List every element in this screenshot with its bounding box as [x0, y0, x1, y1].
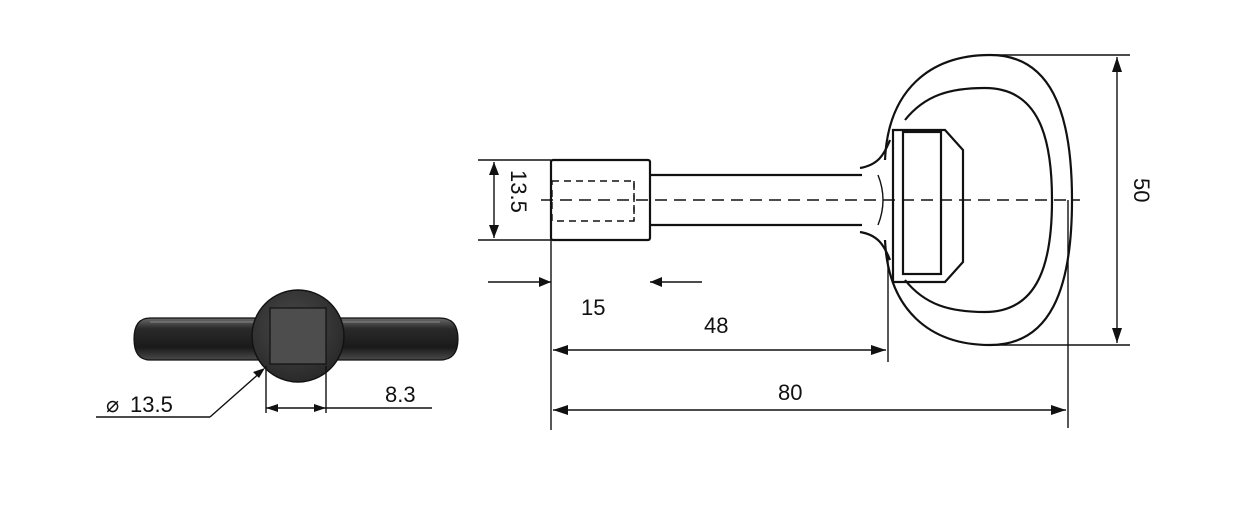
tip-diameter-label: 13.5 [506, 170, 531, 213]
tip-length-label: 15 [581, 295, 605, 320]
handle-boss [891, 128, 965, 284]
square-drive [269, 307, 327, 365]
end-view: ⌀ 13.5 8.3 [96, 289, 459, 418]
handle-inner [904, 86, 1054, 314]
hidden-socket [551, 180, 635, 222]
side-view: 13.5 15 48 80 50 [478, 53, 1154, 430]
height-label: 50 [1129, 178, 1154, 202]
square-size-label: 8.3 [385, 382, 416, 407]
handle-outer [883, 53, 1074, 347]
end-view-diameter-label: 13.5 [130, 392, 173, 417]
diameter-symbol: ⌀ [106, 392, 119, 417]
overall-length-label: 80 [778, 380, 802, 405]
shaft-length-label: 48 [704, 313, 728, 338]
